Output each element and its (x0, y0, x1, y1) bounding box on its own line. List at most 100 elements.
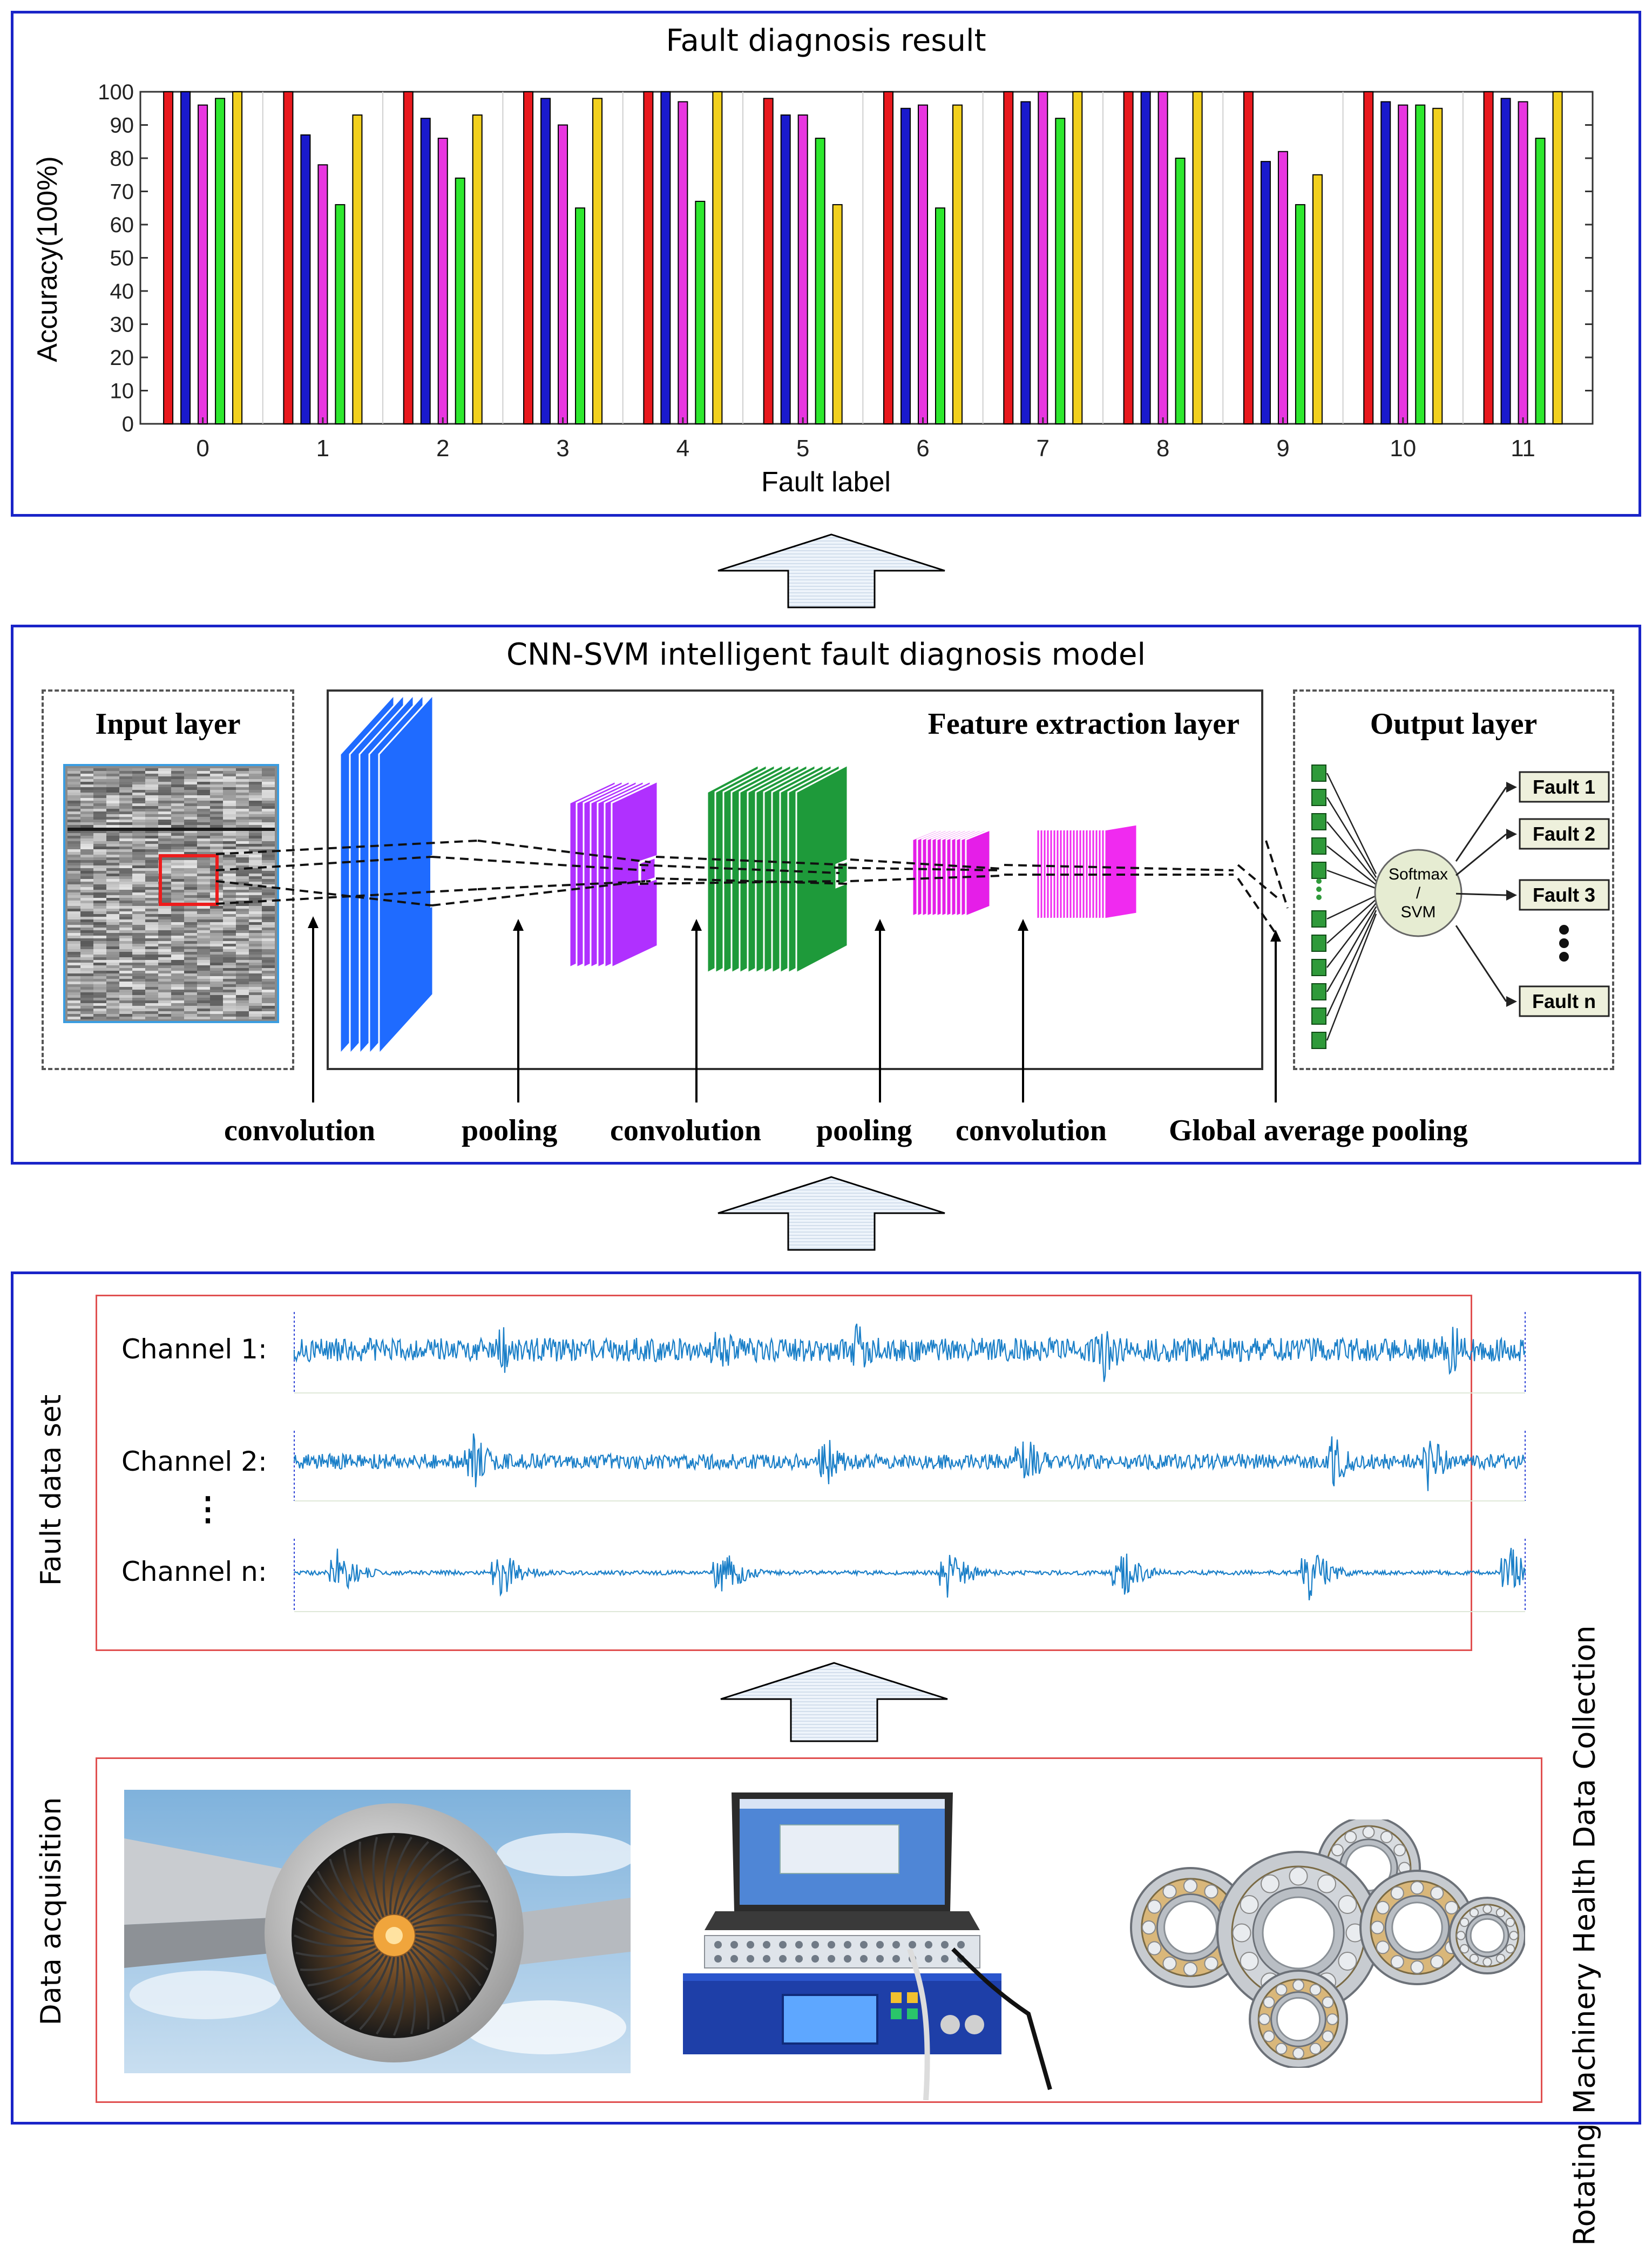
fault-box (1519, 879, 1610, 911)
bar (678, 101, 688, 424)
fan-blade (414, 1924, 495, 1937)
fan-blade (300, 1949, 378, 1971)
bar (592, 98, 603, 425)
step-label: pooling (816, 1114, 912, 1147)
fan-blade (382, 1835, 396, 1916)
fan-blade (295, 1945, 376, 1958)
x-tick-label: 6 (916, 435, 929, 462)
input-layer-box: Input layer (42, 689, 294, 1070)
bar (1140, 91, 1151, 424)
bar (1432, 107, 1443, 424)
connection-line (1326, 869, 1377, 889)
bar (763, 98, 774, 425)
projection-line (431, 856, 646, 871)
bar (232, 91, 243, 424)
bar (1038, 91, 1048, 424)
vibration-signals (293, 1312, 1526, 1612)
feature-extraction-box: Feature extraction layer (327, 689, 1263, 1070)
bar (1157, 91, 1168, 424)
output-node (1311, 1007, 1326, 1025)
fan-blade (410, 1900, 489, 1923)
bar (437, 138, 448, 425)
softmax-svm-node (1374, 849, 1463, 937)
output-node (1311, 1032, 1326, 1049)
connection-line (1326, 895, 1377, 920)
connector-port (957, 1941, 965, 1949)
cnn-svm-model-panel: CNN-SVM intelligent fault diagnosis mode… (11, 625, 1641, 1165)
connector-port (941, 1941, 949, 1949)
x-tick-label: 5 (796, 435, 809, 462)
signal-channel-1 (293, 1323, 1526, 1382)
fault-ellipsis-dot (1559, 938, 1569, 948)
bar (180, 91, 191, 424)
bar (575, 207, 586, 424)
bar (317, 164, 328, 424)
step-label: convolution (610, 1114, 762, 1147)
connection-line (1326, 914, 1377, 1041)
connector-port (860, 1955, 868, 1963)
kernel-marker (1228, 863, 1239, 880)
up-arrow-head (691, 919, 702, 931)
bar (712, 91, 723, 424)
projection-line (850, 858, 1002, 870)
bar (1312, 174, 1323, 424)
connection-line (1326, 845, 1377, 885)
connector-port (828, 1955, 835, 1963)
fan-blade (372, 1837, 384, 1918)
projection-line (1265, 840, 1289, 909)
fan-blade (295, 1917, 373, 1940)
fault-label: Fault 2 (1533, 823, 1595, 845)
conv-block-2 (706, 763, 849, 975)
fault-ellipsis-dot (1559, 925, 1569, 935)
x-tick-label: 8 (1156, 435, 1169, 462)
projection-line (431, 880, 646, 906)
fault-arrow-line (1455, 892, 1507, 896)
fan-blade (329, 1955, 388, 2013)
fault-arrow-head (1506, 996, 1517, 1007)
connector-port (730, 1955, 738, 1963)
y-tick-label: 50 (110, 247, 134, 270)
up-arrow-head (308, 916, 319, 928)
fan-blade (414, 1941, 472, 2000)
ellipsis-dot (1316, 895, 1322, 900)
fan-blade (415, 1934, 489, 1971)
projection-line (1237, 877, 1278, 936)
bar (1415, 104, 1426, 425)
projection-line (215, 840, 478, 855)
acquisition-label: Data acquisition (35, 1797, 67, 2026)
bar (540, 98, 551, 425)
y-tick-label: 60 (110, 213, 134, 237)
fault-arrow-line (1455, 833, 1507, 876)
connector-port (811, 1955, 819, 1963)
bar (283, 91, 294, 424)
y-tick-label: 10 (110, 380, 134, 403)
bar (1518, 101, 1528, 424)
bar (335, 204, 346, 424)
connection-line (1326, 797, 1377, 878)
fan-blade (393, 1841, 429, 1914)
connector-port (860, 1941, 868, 1949)
bar (1055, 118, 1066, 424)
y-tick-label: 0 (122, 412, 134, 436)
projection-line (655, 856, 848, 866)
output-node (1311, 837, 1326, 855)
connection-line (1326, 821, 1377, 882)
fan-blade (294, 1934, 374, 1947)
fan-blade (358, 1841, 381, 1920)
output-node (1311, 910, 1326, 928)
fault-arrow-line (1455, 925, 1507, 1002)
pool-block-2 (911, 828, 991, 918)
bar (1003, 91, 1014, 424)
bar (1072, 91, 1083, 424)
up-arrow-head (1018, 919, 1028, 931)
bar (900, 107, 911, 424)
connector-port (892, 1955, 900, 1963)
step-label: pooling (462, 1114, 558, 1147)
connection-line (1326, 898, 1377, 944)
ellipsis-dot (1316, 878, 1322, 884)
output-node (1311, 789, 1326, 806)
bar (1295, 204, 1305, 424)
bar (300, 134, 311, 424)
connector-port (811, 1941, 819, 1949)
